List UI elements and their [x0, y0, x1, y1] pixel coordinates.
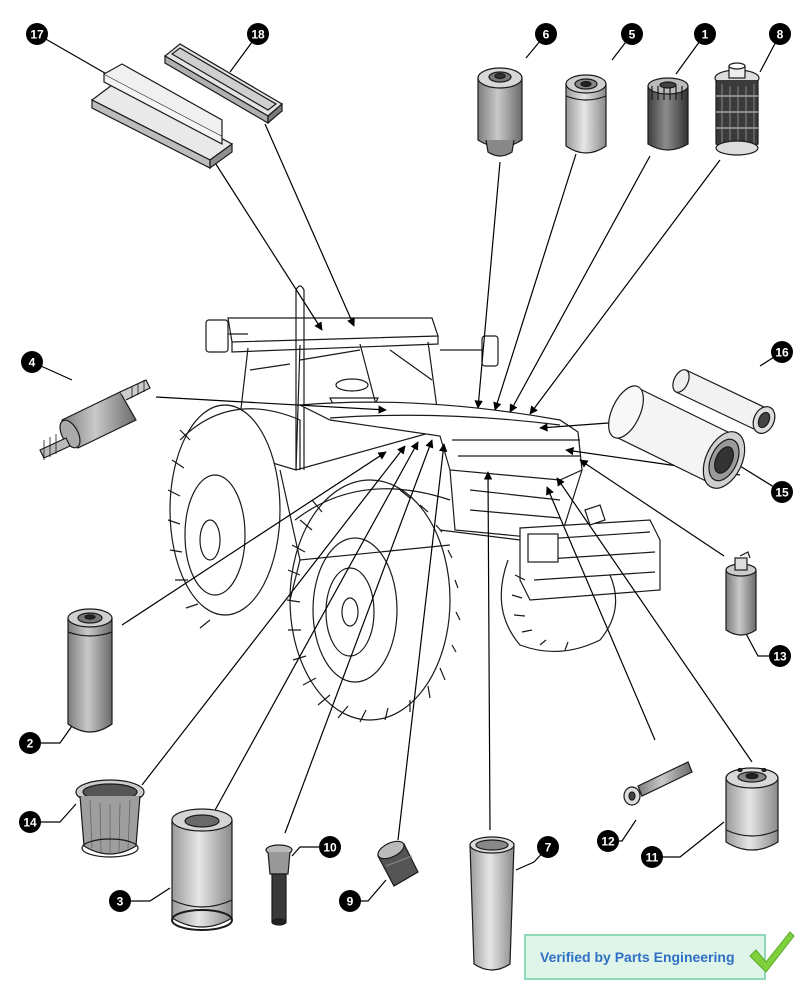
- hydraulic-cartridge-icon: [171, 808, 233, 931]
- dipstick-filter-icon: [623, 761, 693, 806]
- breather-filter-icon: [377, 840, 419, 887]
- callout-number: 15: [775, 486, 789, 500]
- callout-circle: [535, 23, 557, 45]
- callout-6: 6: [535, 23, 557, 45]
- callout-number: 8: [777, 28, 784, 42]
- callout-12: 12: [597, 830, 619, 852]
- callout-number: 9: [347, 895, 354, 909]
- inline-fuel-filter-icon: [39, 379, 151, 460]
- callout-17: 17: [26, 23, 48, 45]
- callout-11: 11: [641, 846, 663, 868]
- tractor-illustration: [167, 285, 661, 723]
- callout-circle: [109, 890, 131, 912]
- callout-number: 12: [601, 835, 615, 849]
- spin-on-oil-filter-icon: [565, 74, 607, 154]
- callout-number: 14: [23, 816, 37, 830]
- callout-number: 6: [543, 28, 550, 42]
- callout-circle: [597, 830, 619, 852]
- callout-15: 15: [771, 481, 793, 503]
- dark-spin-on-filter-icon: [647, 77, 689, 151]
- callout-circle: [19, 811, 41, 833]
- checkmark-icon: [749, 931, 795, 973]
- callout-circle: [247, 23, 269, 45]
- callout-8: 8: [769, 23, 791, 45]
- callout-number: 13: [773, 650, 787, 664]
- callout-circle: [771, 481, 793, 503]
- callout-circle: [19, 732, 41, 754]
- callout-number: 5: [629, 28, 636, 42]
- callout-5: 5: [621, 23, 643, 45]
- callout-number: 2: [27, 737, 34, 751]
- callout-number: 16: [775, 346, 789, 360]
- callout-number: 1: [702, 28, 709, 42]
- callout-10: 10: [319, 836, 341, 858]
- cabin-air-filter-panel-icon: [90, 63, 234, 170]
- callout-circle: [769, 645, 791, 667]
- slim-panel-filter-icon: [163, 43, 284, 125]
- callout-circle: [621, 23, 643, 45]
- mesh-cartridge-filter-icon: [714, 62, 760, 156]
- callout-number: 10: [323, 841, 337, 855]
- strainer-screen-icon: [75, 779, 145, 858]
- suction-strainer-icon: [265, 844, 293, 926]
- callout-circle: [769, 23, 791, 45]
- callout-number: 4: [29, 356, 36, 370]
- callout-number: 17: [30, 28, 44, 42]
- tall-hydraulic-filter-icon: [67, 608, 113, 733]
- callout-9: 9: [339, 890, 361, 912]
- callout-circle: [641, 846, 663, 868]
- callout-circle: [771, 341, 793, 363]
- callout-number: 3: [117, 895, 124, 909]
- callout-7: 7: [537, 836, 559, 858]
- callout-number: 7: [545, 841, 552, 855]
- callout-14: 14: [19, 811, 41, 833]
- callout-circle: [319, 836, 341, 858]
- callout-3: 3: [109, 890, 131, 912]
- verification-badge: Verified by Parts Engineering: [524, 934, 766, 980]
- callout-circle: [537, 836, 559, 858]
- callout-number: 18: [251, 28, 265, 42]
- callout-circle: [339, 890, 361, 912]
- callout-2: 2: [19, 732, 41, 754]
- transmission-filter-icon: [725, 767, 779, 851]
- verification-text: Verified by Parts Engineering: [540, 949, 735, 965]
- callout-circle: [694, 23, 716, 45]
- callout-13: 13: [769, 645, 791, 667]
- receiver-drier-icon: [725, 551, 757, 636]
- callout-circle: [21, 351, 43, 373]
- callout-18: 18: [247, 23, 269, 45]
- callout-4: 4: [21, 351, 43, 373]
- callout-number: 11: [646, 851, 659, 865]
- outer-air-filter-icon: [608, 385, 746, 489]
- tube-filter-element-icon: [469, 836, 515, 971]
- callout-circle: [26, 23, 48, 45]
- callout-1: 1: [694, 23, 716, 45]
- spin-on-fuel-filter-icon: [477, 67, 523, 157]
- inner-air-filter-icon: [672, 369, 776, 434]
- callout-16: 16: [771, 341, 793, 363]
